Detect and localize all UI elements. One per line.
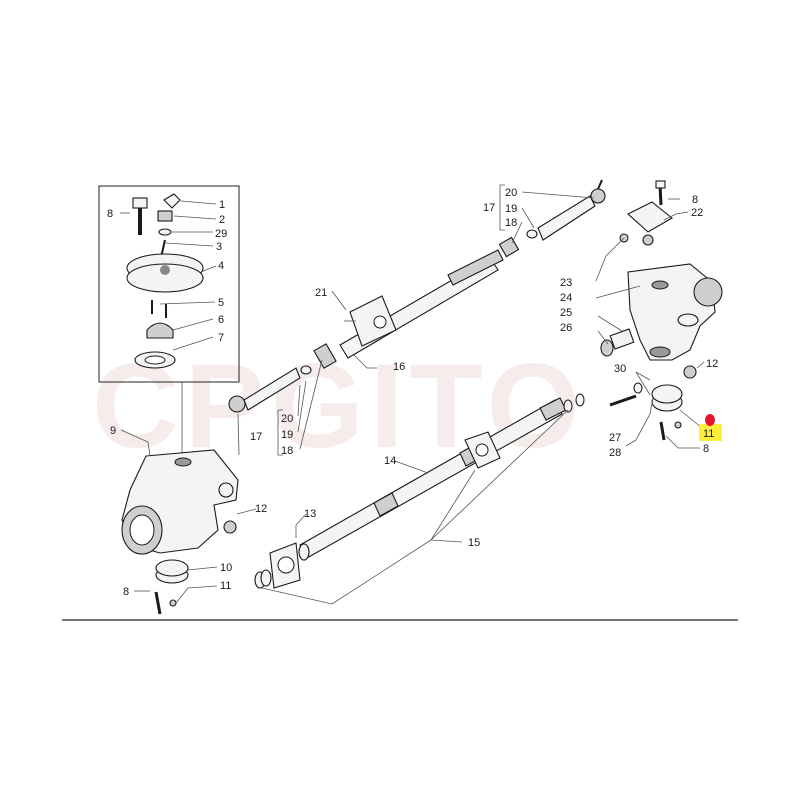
label-19-left: 19 bbox=[281, 429, 293, 441]
label-16: 16 bbox=[393, 361, 405, 373]
highlight-box bbox=[699, 424, 722, 441]
label-14: 14 bbox=[384, 455, 396, 467]
label-19-top: 19 bbox=[505, 203, 517, 215]
right-steering-knuckle bbox=[627, 263, 723, 361]
nut bbox=[157, 210, 173, 222]
left-nut bbox=[223, 520, 237, 534]
label-2: 2 bbox=[219, 214, 225, 226]
label-20-top: 20 bbox=[505, 187, 517, 199]
label-30: 30 bbox=[614, 363, 626, 375]
label-8-inset: 8 bbox=[107, 208, 113, 220]
label-22: 22 bbox=[691, 207, 703, 219]
label-18-left: 18 bbox=[281, 445, 293, 457]
selection-marker[interactable] bbox=[705, 414, 715, 426]
grease-nipple bbox=[163, 193, 181, 209]
label-5: 5 bbox=[218, 297, 224, 309]
label-21: 21 bbox=[315, 287, 327, 299]
upper-tie-rod bbox=[228, 179, 606, 413]
washer bbox=[158, 228, 172, 236]
label-27: 27 bbox=[609, 432, 621, 444]
label-4: 4 bbox=[218, 260, 224, 272]
label-8-right: 8 bbox=[703, 443, 709, 455]
ball-joint bbox=[146, 322, 174, 339]
label-7: 7 bbox=[218, 332, 224, 344]
label-12-right: 12 bbox=[706, 358, 718, 370]
label-25: 25 bbox=[560, 307, 572, 319]
right-lower-bolt bbox=[659, 421, 666, 441]
label-18-top: 18 bbox=[505, 217, 517, 229]
label-26: 26 bbox=[560, 322, 572, 334]
label-8-top: 8 bbox=[692, 194, 698, 206]
inset-bolt bbox=[132, 197, 148, 235]
left-steering-knuckle bbox=[121, 449, 239, 555]
label-24: 24 bbox=[560, 292, 572, 304]
label-3: 3 bbox=[216, 241, 222, 253]
label-29: 29 bbox=[215, 228, 227, 240]
drive-shaft bbox=[254, 393, 585, 589]
label-6: 6 bbox=[218, 314, 224, 326]
label-10: 10 bbox=[220, 562, 232, 574]
label-8-left: 8 bbox=[123, 586, 129, 598]
seal-ring bbox=[600, 339, 614, 357]
label-17-left: 17 bbox=[250, 431, 262, 443]
right-nut bbox=[683, 365, 697, 379]
label-11-left: 11 bbox=[220, 580, 231, 592]
inset-frame bbox=[98, 185, 240, 383]
label-9: 9 bbox=[110, 425, 116, 437]
right-upper-cap bbox=[627, 201, 673, 233]
label-20-left: 20 bbox=[281, 413, 293, 425]
label-17-top: 17 bbox=[483, 202, 495, 214]
label-12-left: 12 bbox=[255, 503, 267, 515]
label-13: 13 bbox=[304, 508, 316, 520]
bushing bbox=[609, 328, 635, 350]
inset-detail: 1 2 29 3 4 5 6 7 8 bbox=[98, 185, 240, 383]
label-28: 28 bbox=[609, 447, 621, 459]
right-long-bolt bbox=[609, 394, 637, 407]
label-15: 15 bbox=[468, 537, 480, 549]
label-11-right[interactable]: 11 bbox=[703, 428, 714, 440]
left-lower-bolt bbox=[154, 591, 162, 615]
label-1: 1 bbox=[219, 199, 225, 211]
label-23: 23 bbox=[560, 277, 572, 289]
